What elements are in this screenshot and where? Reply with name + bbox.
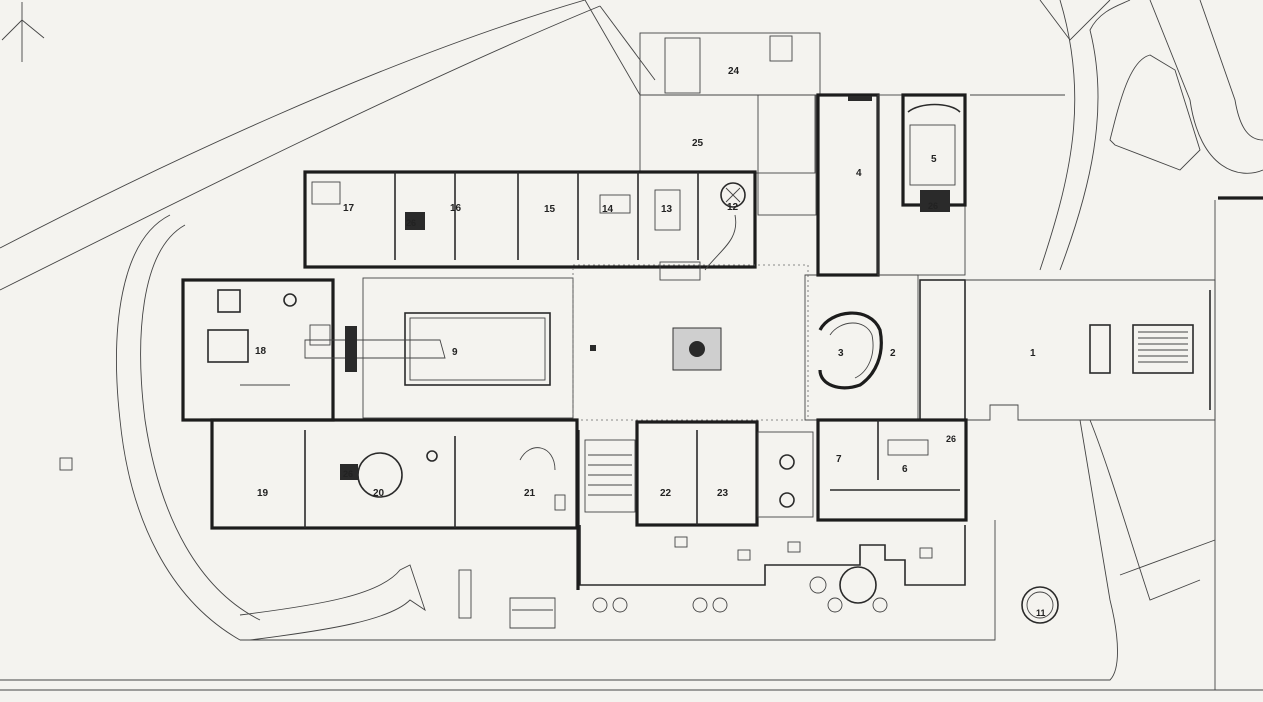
outdoor-features [59, 457, 1059, 641]
service-area [639, 32, 821, 216]
room-label: 16 [450, 203, 462, 214]
room-label: 26 [343, 469, 353, 479]
north-galleries [303, 170, 757, 281]
room-label: 25 [692, 138, 704, 149]
south-galleries [210, 418, 814, 530]
stair-icon [588, 454, 632, 496]
room-labels: 1 2 3 4 5 6 7 9 11 12 13 14 15 16 17 18 … [255, 66, 1046, 618]
room-label: 19 [257, 488, 269, 499]
room-label: 11 [1036, 608, 1046, 618]
room-label: 13 [661, 204, 673, 215]
room-label: 3 [838, 348, 844, 359]
room-label: 6 [902, 464, 908, 475]
room-label: 26 [946, 434, 956, 444]
lower-terrace [576, 430, 966, 604]
room-label: 9 [452, 347, 458, 358]
room-label: 2 [890, 348, 896, 359]
room-label: 7 [836, 454, 842, 465]
rooms-6-7 [816, 418, 968, 522]
room-label: 1 [1030, 348, 1036, 359]
stair-icon [1138, 331, 1188, 363]
room-label: 17 [343, 203, 355, 214]
room-label: 15 [544, 204, 556, 215]
hall-4-theater-5 [816, 93, 967, 277]
entrance-bridge-1 [965, 279, 1216, 421]
room-label: 4 [856, 168, 862, 179]
central-plaza [572, 264, 809, 421]
room-label: 20 [373, 488, 385, 499]
room-label: 22 [660, 488, 672, 499]
room-label: 23 [717, 488, 729, 499]
room-label: 24 [728, 66, 740, 77]
north-arrow-icon [1, 2, 45, 62]
tree-icons [592, 597, 888, 613]
room-label: 26 [928, 201, 938, 211]
room-label: 5 [931, 154, 937, 165]
room-label: 14 [602, 204, 614, 215]
room-label: 12 [727, 202, 739, 213]
room-label: 18 [255, 346, 267, 357]
room-label: 21 [524, 488, 536, 499]
room-label: 26 [406, 218, 416, 228]
